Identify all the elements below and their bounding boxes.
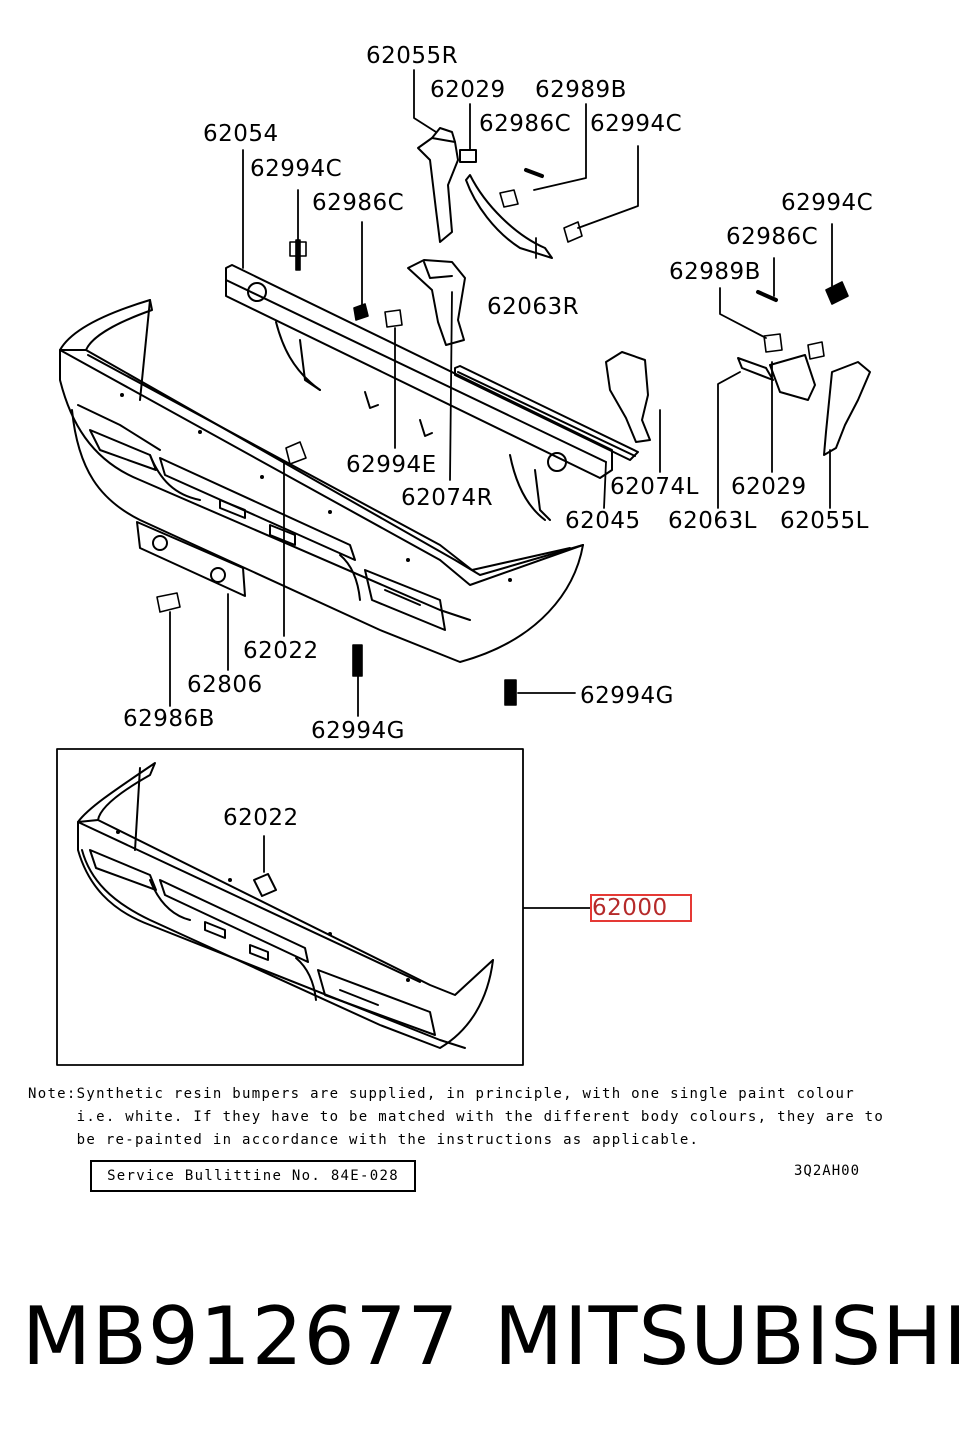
note-line: Note:Synthetic resin bumpers are supplie… — [28, 1086, 855, 1102]
callout-62074L: 62074L — [610, 474, 699, 500]
callout-62994C-left: 62994C — [250, 156, 343, 182]
callout-62989B-left-side: 62989B — [669, 259, 761, 285]
callout-62029-left: 62029 — [731, 474, 807, 500]
stay-bracket-left — [605, 351, 651, 443]
license-plate-bracket — [136, 521, 246, 597]
callout-62055R: 62055R — [366, 43, 459, 69]
callout-62994E: 62994E — [346, 452, 437, 478]
bumper-cover-main — [59, 299, 584, 663]
callout-62986B: 62986B — [123, 706, 215, 732]
side-bracket-right — [417, 127, 553, 259]
callout-62045: 62045 — [565, 508, 641, 534]
callout-62054: 62054 — [203, 121, 279, 147]
callout-62986C-left: 62986C — [312, 190, 405, 216]
callout-62022-inset: 62022 — [223, 805, 299, 831]
callout-62055L: 62055L — [780, 508, 869, 534]
note-line: be re-painted in accordance with the ins… — [28, 1132, 700, 1148]
note-line: i.e. white. If they have to be matched w… — [28, 1109, 885, 1125]
callout-62063R: 62063R — [487, 294, 580, 320]
energy-absorber — [454, 365, 639, 461]
service-bulletin-box: Service Bullittine No. 84E-028 — [90, 1160, 416, 1192]
callout-62986C-upper-right: 62986C — [479, 111, 572, 137]
callout-62029-right: 62029 — [430, 77, 506, 103]
callout-62000-highlighted: 62000 — [590, 894, 692, 922]
callout-62074R: 62074R — [401, 485, 494, 511]
callout-62022-main: 62022 — [243, 638, 319, 664]
leader-lines — [169, 69, 833, 909]
brand-name: MITSUBISHI — [494, 1290, 960, 1383]
stay-bracket-right — [407, 259, 466, 346]
callout-62989B-right: 62989B — [535, 77, 627, 103]
note-text: Note:Synthetic resin bumpers are supplie… — [28, 1083, 908, 1152]
callout-62806: 62806 — [187, 672, 263, 698]
callout-62063L: 62063L — [668, 508, 757, 534]
callout-62986C-far-right: 62986C — [726, 224, 819, 250]
bumper-reinforcement — [225, 264, 613, 521]
rim-dots — [116, 393, 512, 982]
assembly-inset — [56, 748, 524, 1066]
diagram-code: 3Q2AH00 — [794, 1163, 861, 1179]
callout-62994G-bottom: 62994G — [311, 718, 405, 744]
side-bracket-left — [737, 354, 871, 456]
callout-62994C-far-right: 62994C — [781, 190, 874, 216]
callout-62994G-right: 62994G — [580, 683, 674, 709]
fastener-icons — [156, 168, 849, 706]
callout-62994C-upper-right: 62994C — [590, 111, 683, 137]
part-number: MB912677 — [22, 1290, 460, 1383]
